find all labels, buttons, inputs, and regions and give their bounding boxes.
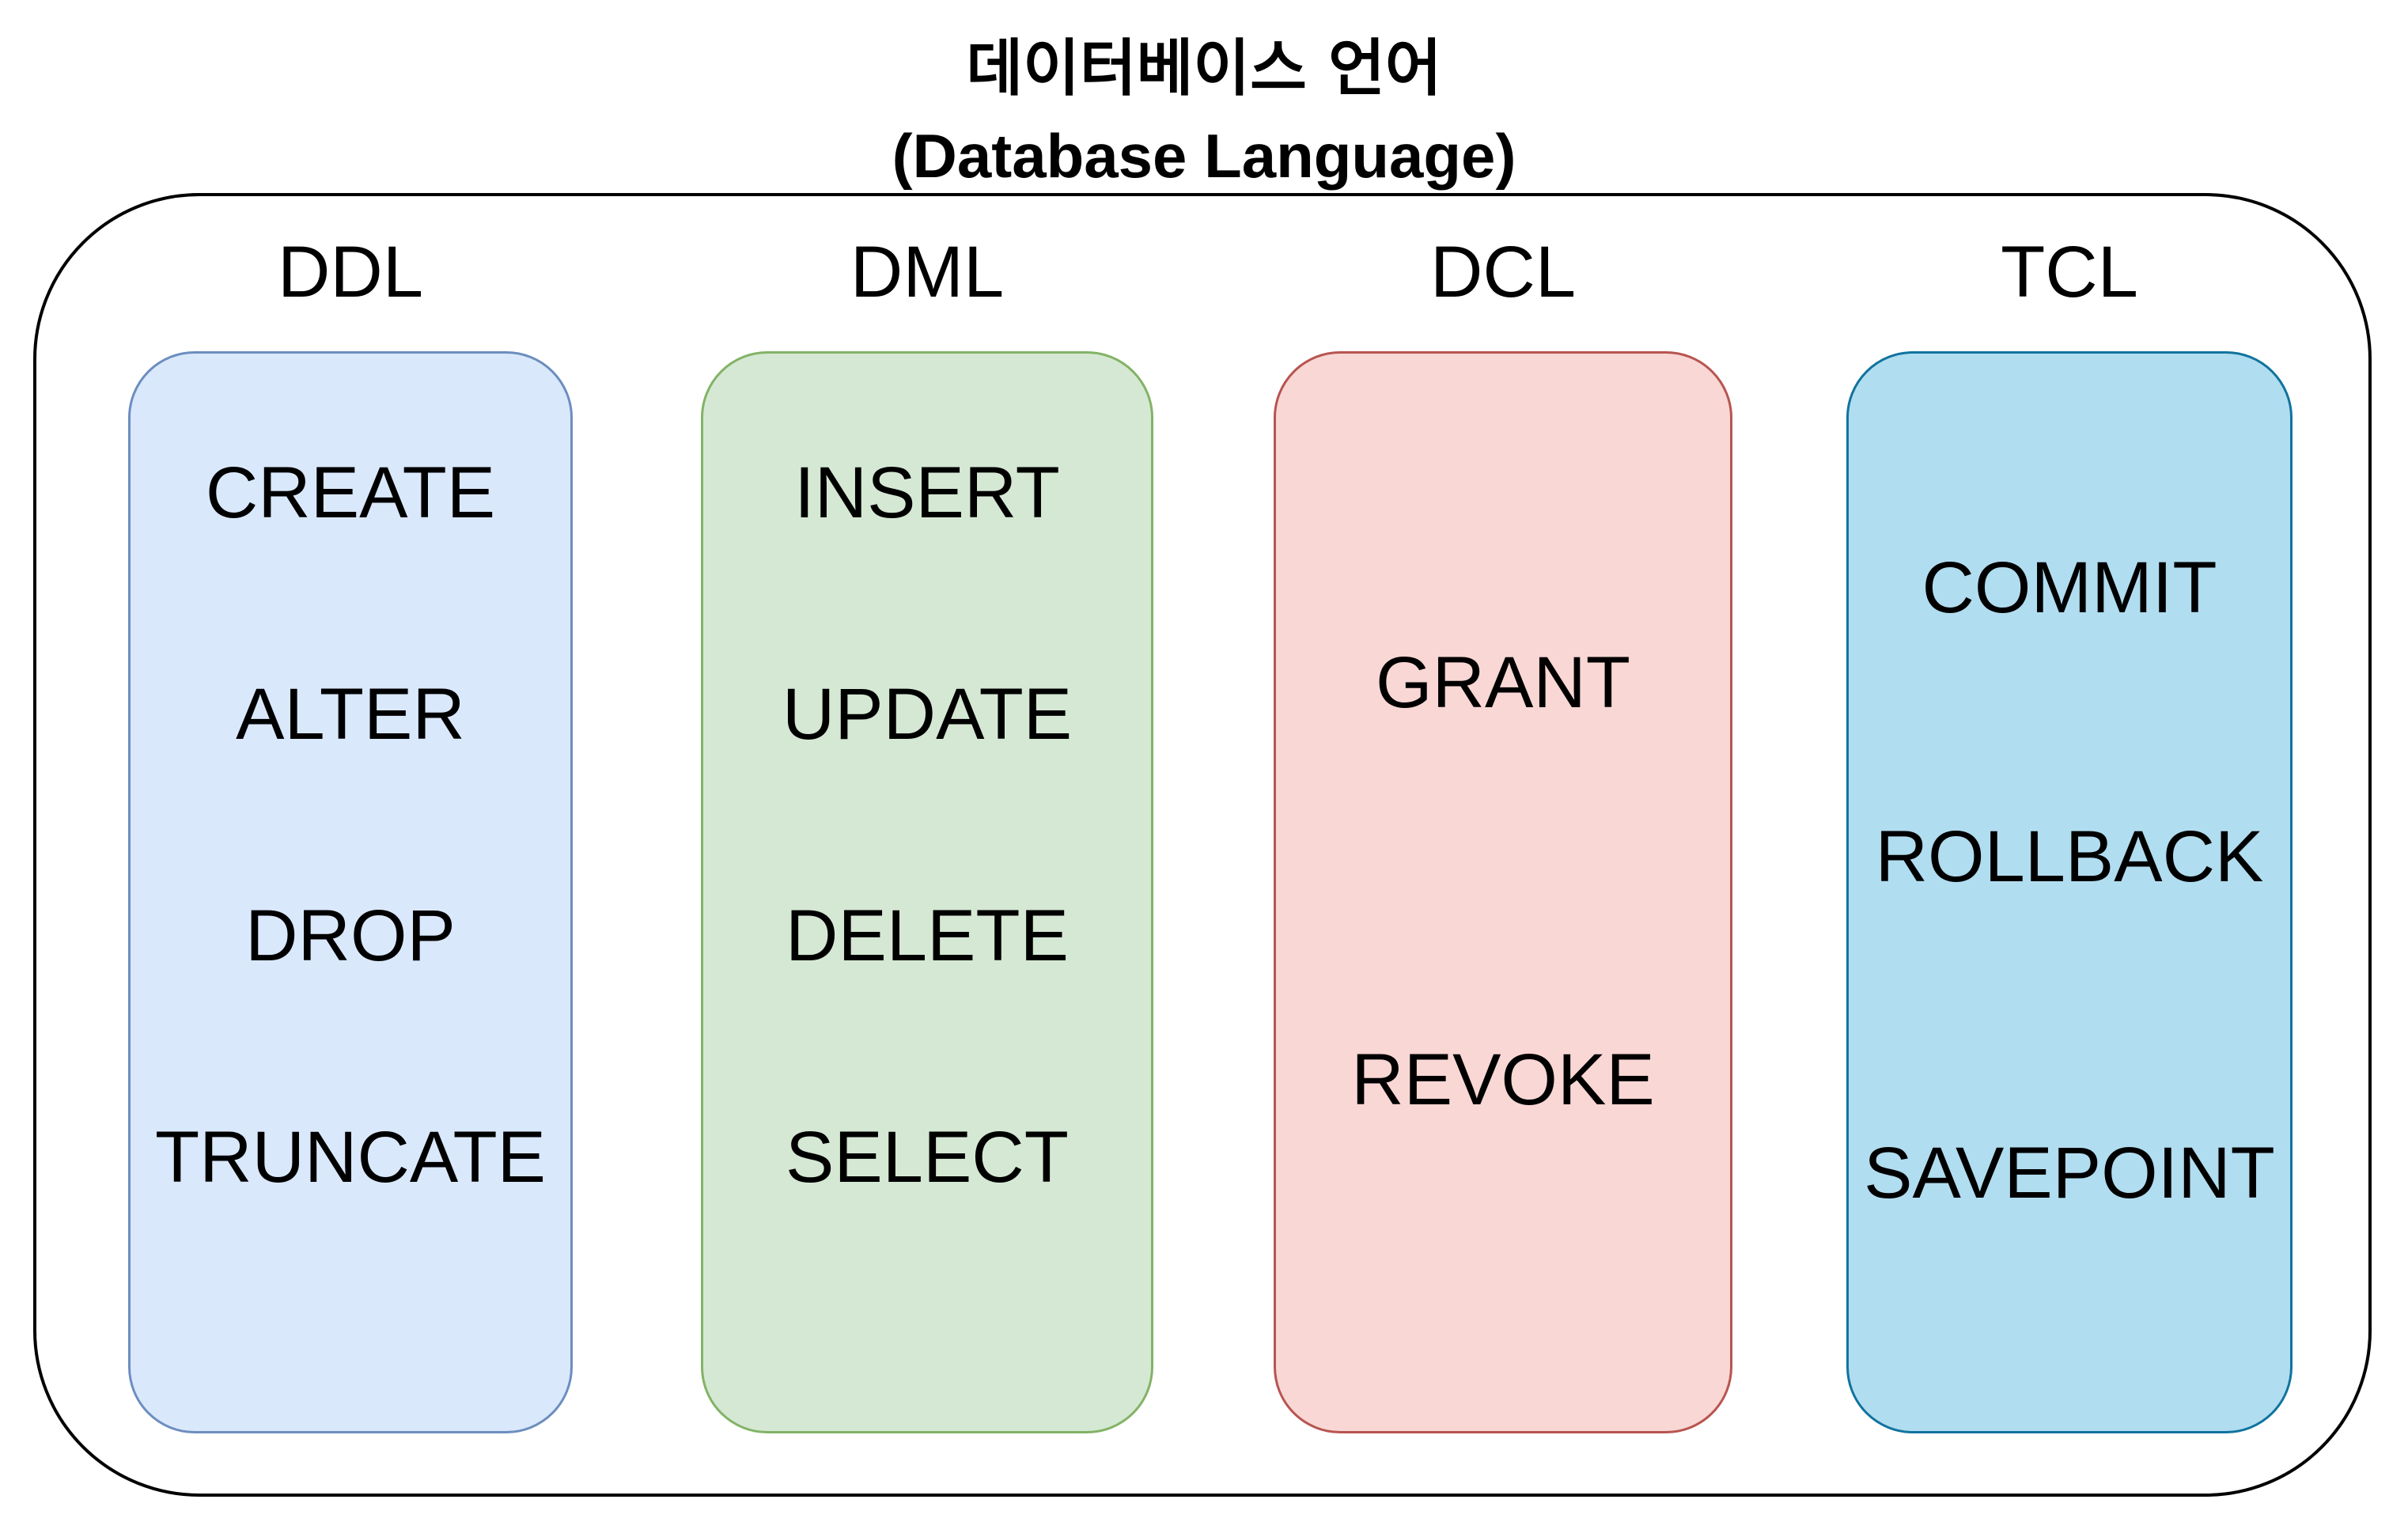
diagram-title: 데이터베이스 언어 [966,33,1442,104]
ddl-command: TRUNCATE [154,1117,547,1198]
dcl-command: GRANT [1376,642,1630,723]
diagram-subtitle: (Database Language) [892,121,1516,191]
dml-header: DML [850,232,1005,312]
ddl-command: ALTER [236,674,465,755]
tcl-header: TCL [2001,232,2138,312]
dml-command: SELECT [786,1117,1069,1198]
dml-command: DELETE [786,895,1069,976]
ddl-header: DDL [277,232,424,312]
database-language-container [33,193,2372,1497]
ddl-command: DROP [245,895,456,976]
tcl-box: COMMIT ROLLBACK SAVEPOINT [1846,351,2293,1433]
tcl-command: COMMIT [1921,547,2217,628]
ddl-box: CREATE ALTER DROP TRUNCATE [128,351,573,1433]
dcl-command: REVOKE [1351,1039,1655,1120]
tcl-command: ROLLBACK [1875,816,2264,897]
dml-command: UPDATE [782,674,1073,755]
dml-box: INSERT UPDATE DELETE SELECT [701,351,1153,1433]
dcl-box: GRANT REVOKE [1274,351,1732,1433]
dcl-header: DCL [1429,232,1577,312]
ddl-command: CREATE [205,452,496,533]
dml-command: INSERT [794,452,1060,533]
tcl-command: SAVEPOINT [1864,1133,2275,1213]
